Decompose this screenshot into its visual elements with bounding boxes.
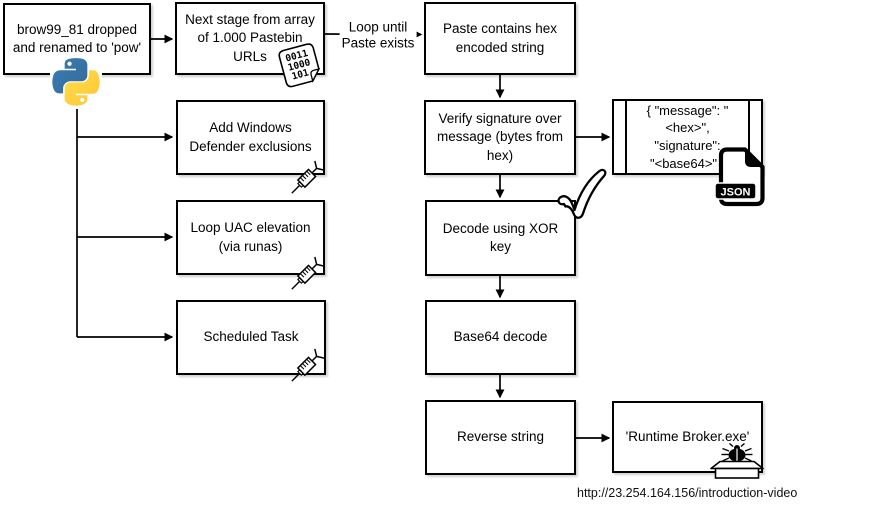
python-icon <box>50 55 102 109</box>
svg-text:101: 101 <box>291 67 311 82</box>
json-file-icon: JSON <box>714 146 768 213</box>
node-defender-exclusions: Add Windows Defender exclusions <box>176 100 325 175</box>
caption-url: http://23.254.164.156/introduction-video <box>577 486 798 500</box>
syringe-icon <box>283 344 329 395</box>
node-paste-hex: Paste contains hex encoded string <box>424 2 576 75</box>
node-reverse-string: Reverse string <box>425 400 576 475</box>
node-xor-decode: Decode using XOR key <box>425 200 576 276</box>
node-next-stage: Next stage from array of 1.000 Pastebin … <box>175 2 325 75</box>
syringe-icon <box>283 156 329 207</box>
syringe-icon <box>283 252 329 303</box>
node-dropper: brow99_81 dropped and renamed to 'pow' <box>3 3 151 75</box>
node-runtime-broker: 'Runtime Broker.exe' <box>612 401 763 473</box>
node-verify-signature: Verify signature over message (bytes fro… <box>424 100 576 175</box>
malware-bug-icon <box>707 442 767 485</box>
check-icon <box>553 166 611 226</box>
node-uac-loop: Loop UAC elevation (via runas) <box>176 200 325 275</box>
binary-file-icon: 0011 1000 101 <box>278 43 327 93</box>
svg-text:JSON: JSON <box>721 187 751 199</box>
node-scheduled-task: Scheduled Task <box>176 300 326 375</box>
edge-label-loop-until: Loop until Paste exists <box>339 19 417 51</box>
node-base64-decode: Base64 decode <box>425 300 576 375</box>
